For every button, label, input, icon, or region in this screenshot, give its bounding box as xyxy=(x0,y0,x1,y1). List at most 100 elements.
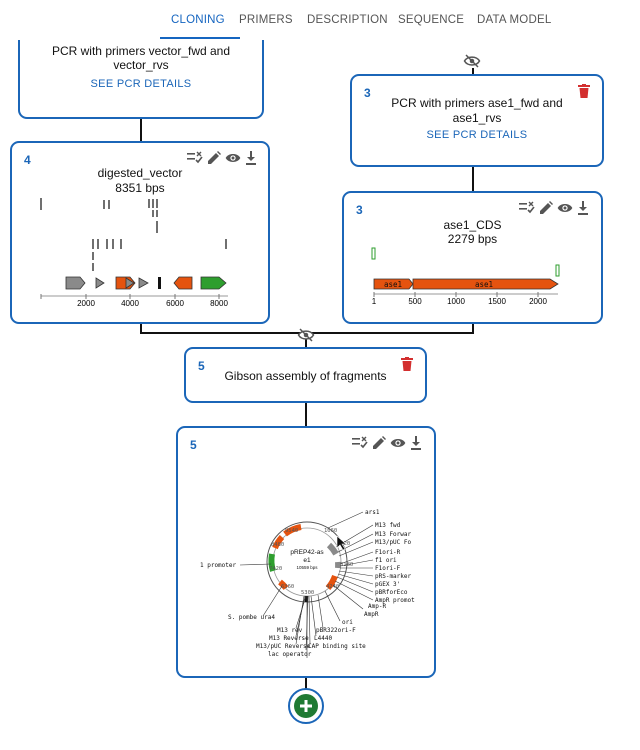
feature-arc xyxy=(283,524,302,537)
hide-icon[interactable] xyxy=(463,54,481,68)
feature-arrow xyxy=(95,277,105,289)
map-label: ars1 xyxy=(365,509,380,516)
map-label: 1 promoter xyxy=(200,562,237,569)
card-toolbar xyxy=(187,151,257,165)
edit-icon[interactable] xyxy=(207,151,221,165)
map-label: AmpR xyxy=(364,611,379,618)
map-label: M13 Reverse xyxy=(269,635,309,642)
map-label: lac operator xyxy=(268,651,312,658)
mouse-cursor-icon xyxy=(336,535,347,551)
sequence-size: 8351 bps xyxy=(115,181,165,195)
map-label: L4440 xyxy=(314,635,332,642)
tab-sequence[interactable]: SEQUENCE xyxy=(398,14,465,26)
ruler-tick: 2000 xyxy=(529,297,547,306)
card-id: 3 xyxy=(356,203,363,217)
card-id: 5 xyxy=(198,359,205,373)
checklist-icon[interactable] xyxy=(352,436,368,450)
download-icon[interactable] xyxy=(245,151,257,165)
pcr-title-line2: ase1_rvs xyxy=(452,111,502,125)
map-label: S. pombe ura4 xyxy=(228,614,275,621)
download-icon[interactable] xyxy=(410,436,422,450)
map-label: M13/pUC Fo xyxy=(375,539,412,546)
map-label: M13 rev xyxy=(277,627,303,634)
circular-map[interactable]: 1060 2120 3180 4240 5300 6360 7420 8480 … xyxy=(178,428,436,678)
restriction-sites xyxy=(40,198,227,271)
map-label: CAP binding site xyxy=(308,643,366,650)
feature-arrow xyxy=(115,276,136,290)
active-tab-indicator xyxy=(160,37,240,39)
connector-line xyxy=(305,402,307,428)
card-toolbar xyxy=(352,436,422,450)
edit-icon[interactable] xyxy=(372,436,386,450)
ruler-tick: 1 xyxy=(372,297,377,306)
map-label: M13/pUC Reverse xyxy=(256,643,311,650)
connector-line xyxy=(140,323,142,333)
tab-data-model[interactable]: DATA MODEL xyxy=(477,14,552,26)
view-icon[interactable] xyxy=(390,436,406,450)
feature-arrow xyxy=(173,276,193,290)
ruler-tick: 1000 xyxy=(447,297,465,306)
card-toolbar xyxy=(519,201,589,215)
ruler-tick: 6000 xyxy=(166,299,184,308)
add-icon[interactable] xyxy=(290,690,322,722)
map-label: F1ori-R xyxy=(375,549,401,556)
checklist-icon[interactable] xyxy=(187,151,203,165)
svg-text:1060: 1060 xyxy=(324,528,337,534)
map-label: M13 Forwar xyxy=(375,531,412,538)
sequence-size: 2279 bps xyxy=(447,232,498,246)
feature-label: ase1 xyxy=(475,280,493,289)
connector-line xyxy=(305,677,307,689)
linear-map[interactable]: ase1 ase1 1 500 1000 1500 2000 xyxy=(344,193,603,324)
map-label: F1ori-F xyxy=(375,565,401,572)
ruler-tick: 2000 xyxy=(77,299,95,308)
map-label: M13 fwd xyxy=(375,522,401,529)
feature-arc xyxy=(272,534,285,550)
add-source-button[interactable] xyxy=(288,688,324,724)
delete-icon[interactable] xyxy=(578,84,590,98)
see-pcr-details-link[interactable]: SEE PCR DETAILS xyxy=(90,78,192,90)
tab-description[interactable]: DESCRIPTION xyxy=(307,14,388,26)
feature-arc xyxy=(278,579,289,590)
feature-arrow xyxy=(138,277,149,289)
ruler: 1 500 1000 1500 2000 xyxy=(372,292,558,306)
connector-line xyxy=(472,68,474,75)
checklist-icon[interactable] xyxy=(519,201,535,215)
ase1-cds-card: 3 ase1_CDS 2279 bps ase1 ase1 1 500 1000… xyxy=(342,191,603,324)
view-icon[interactable] xyxy=(557,201,573,215)
map-label: pRS-marker xyxy=(375,573,412,580)
map-label: pGEX 3' xyxy=(375,581,400,588)
connector-line xyxy=(472,166,474,192)
card-id: 4 xyxy=(24,153,31,167)
sequence-name: ase1_CDS xyxy=(443,218,502,232)
map-label: pBRforEco xyxy=(375,589,408,596)
tab-cloning[interactable]: CLONING xyxy=(171,14,225,26)
feature-arrow xyxy=(65,276,86,290)
feature-arc xyxy=(268,553,276,572)
linear-map[interactable]: 2000 4000 6000 8000 xyxy=(12,143,270,324)
feature-arrow xyxy=(373,278,414,290)
edit-icon[interactable] xyxy=(539,201,553,215)
hide-icon[interactable] xyxy=(297,328,315,342)
feature-block xyxy=(158,277,161,289)
digested-vector-card: 4 digested_vector 8351 bps xyxy=(10,141,270,324)
primer-mark xyxy=(371,247,376,260)
ruler: 2000 4000 6000 8000 xyxy=(40,294,228,308)
view-icon[interactable] xyxy=(225,151,241,165)
svg-text:9540: 9540 xyxy=(285,528,298,534)
connector-line xyxy=(472,323,474,333)
feature-label: ase1 xyxy=(384,280,402,289)
download-icon[interactable] xyxy=(577,201,589,215)
assembly-title: Gibson assembly of fragments xyxy=(224,369,387,383)
see-pcr-details-link[interactable]: SEE PCR DETAILS xyxy=(426,129,528,141)
feature-arrow xyxy=(200,276,227,290)
plasmid-size: 10559 bps xyxy=(296,565,318,570)
pcr-ase1-card: 3 PCR with primers ase1_fwd and ase1_rvs… xyxy=(350,74,604,167)
pcr-title-line2: vector_rvs xyxy=(113,58,169,72)
tab-primers[interactable]: PRIMERS xyxy=(239,14,293,26)
svg-text:4240: 4240 xyxy=(326,584,339,590)
delete-icon[interactable] xyxy=(401,357,413,371)
feature-arc xyxy=(326,542,339,556)
ruler-tick: 8000 xyxy=(210,299,228,308)
svg-text:7420: 7420 xyxy=(269,566,282,572)
map-label: Amp-R xyxy=(368,603,386,610)
